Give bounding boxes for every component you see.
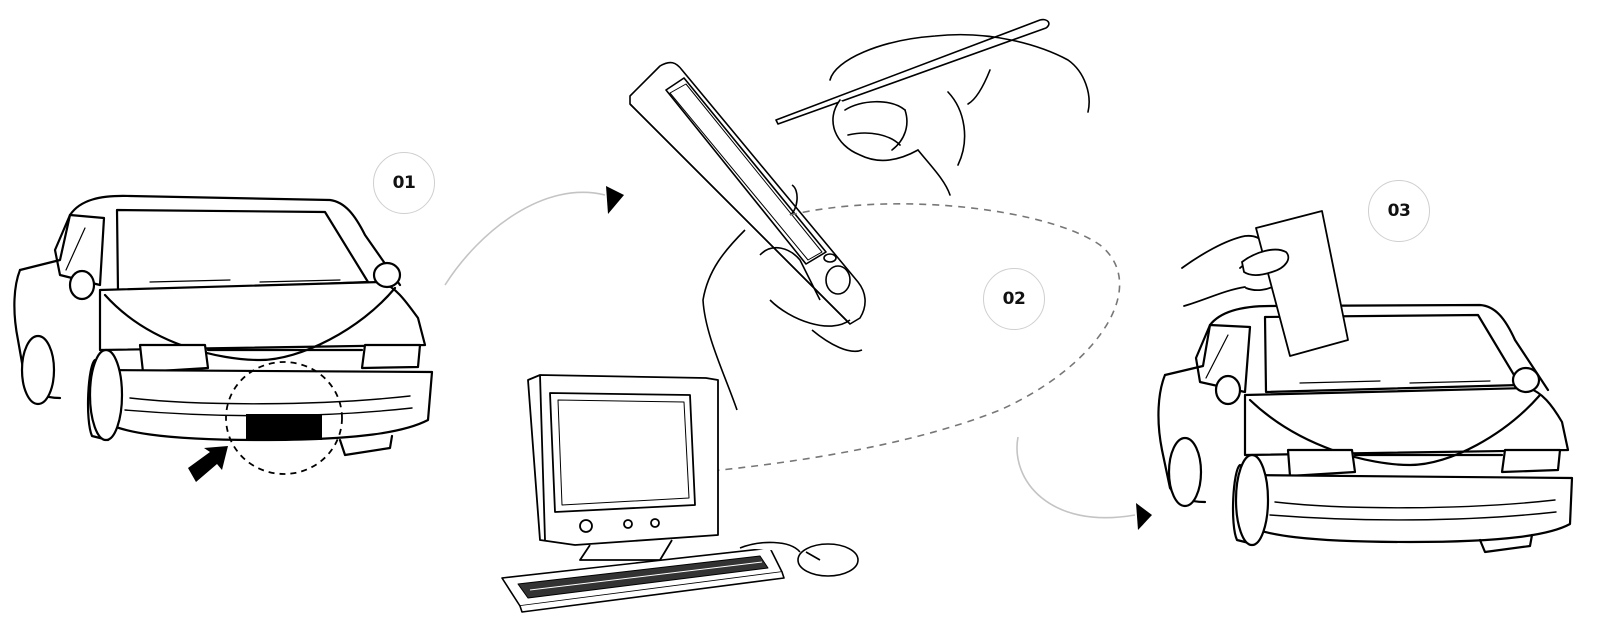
- step-badge-03: 03: [1368, 180, 1430, 242]
- step-number: 02: [1003, 289, 1026, 309]
- stylus-hand-icon: [776, 20, 1089, 195]
- step-badge-02: 02: [983, 268, 1045, 330]
- flow-arrow-icon: [445, 186, 624, 285]
- desktop-computer-icon: [528, 375, 718, 560]
- car-icon: [1158, 305, 1572, 552]
- step-number: 03: [1388, 201, 1411, 221]
- step-badge-01: 01: [373, 152, 435, 214]
- step-number: 01: [393, 173, 416, 193]
- pointer-arrow-icon: [188, 446, 228, 482]
- pda-handheld-icon: [630, 63, 865, 410]
- flow-arrow-icon: [1017, 437, 1152, 530]
- car-icon: [14, 196, 432, 455]
